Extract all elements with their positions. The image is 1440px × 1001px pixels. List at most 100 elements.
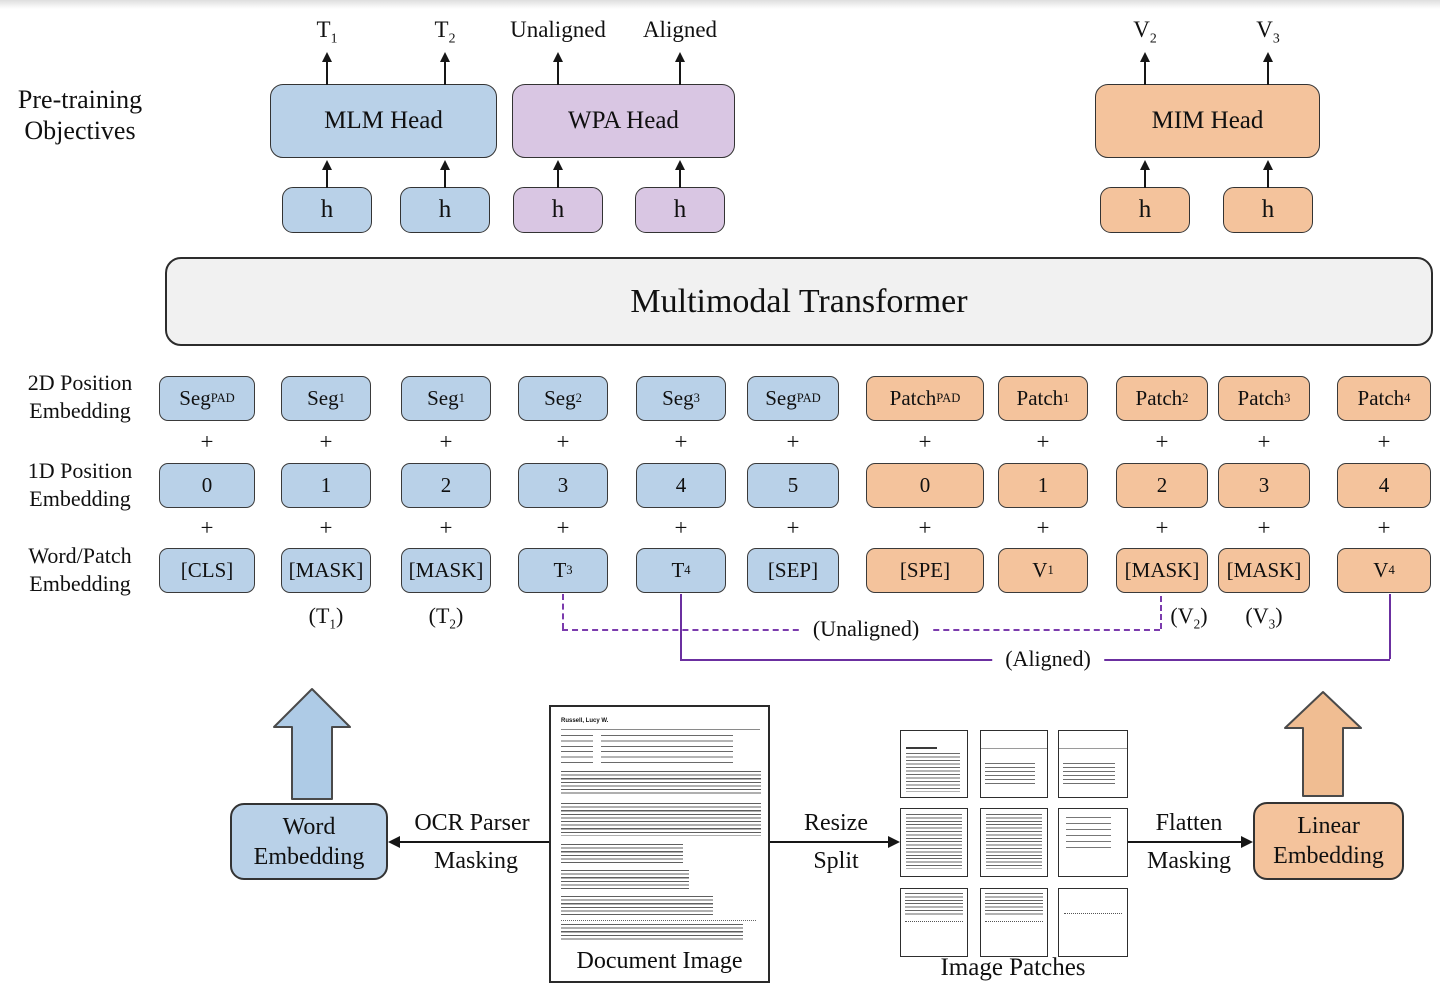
- ocr-parser-arrow: [388, 835, 549, 848]
- 1d-position-token: 1: [998, 463, 1088, 508]
- plus-sign: +: [200, 429, 214, 454]
- row-label-1d-position: 1D Position Embedding: [0, 457, 160, 513]
- word-patch-token: [CLS]: [159, 548, 255, 593]
- linear-embedding-line2: Embedding: [1273, 843, 1384, 869]
- document-paragraph: [561, 803, 761, 836]
- row-word-line1: Word/Patch: [28, 543, 132, 568]
- image-patch: [1058, 808, 1128, 877]
- mim-head-output-label: V3: [1256, 17, 1280, 46]
- 1d-position-token: 0: [159, 463, 255, 508]
- flatten-masking-arrow: [1128, 835, 1253, 848]
- word-patch-token: [SPE]: [866, 548, 984, 593]
- 1d-position-token: 2: [1116, 463, 1208, 508]
- 1d-position-token: 0: [866, 463, 984, 508]
- 1d-position-token: 2: [401, 463, 491, 508]
- mim-head-label: MIM Head: [1151, 107, 1264, 134]
- up-arrow-icon: [557, 169, 559, 188]
- multimodal-transformer-box: Multimodal Transformer: [165, 257, 1433, 346]
- image-patches-caption: Image Patches: [940, 954, 1086, 981]
- document-image: Russell, Lucy W. Document Image: [549, 705, 770, 983]
- image-patch: [900, 888, 968, 957]
- flatten-label: Flatten: [1155, 810, 1223, 836]
- word-embedding-up-arrow-icon: [273, 688, 351, 800]
- document-image-caption: Document Image: [576, 948, 743, 974]
- plus-sign: +: [556, 515, 570, 540]
- masked-token-note: (V3): [1245, 603, 1283, 632]
- plus-sign: +: [1155, 429, 1169, 454]
- plus-sign: +: [786, 515, 800, 540]
- pretraining-line2: Objectives: [24, 116, 136, 145]
- plus-sign: +: [674, 429, 688, 454]
- row-label-2d-position: 2D Position Embedding: [0, 369, 160, 425]
- flatten-masking-label: Masking: [1147, 848, 1231, 874]
- plus-sign: +: [1155, 515, 1169, 540]
- word-patch-token: [MASK]: [401, 548, 491, 593]
- image-patch: [980, 808, 1048, 877]
- up-arrow-icon: [444, 169, 446, 188]
- linear-embedding-box: Linear Embedding: [1253, 802, 1404, 880]
- wpa-head-output-label: Unaligned: [510, 17, 606, 42]
- split-label: Split: [813, 848, 859, 874]
- plus-sign: +: [674, 515, 688, 540]
- mim-head-output-label: V2: [1133, 17, 1157, 46]
- plus-sign: +: [1036, 515, 1050, 540]
- resize-split-arrow: [770, 835, 900, 848]
- word-patch-token: [MASK]: [1218, 548, 1310, 593]
- ocr-masking-label: Masking: [434, 848, 518, 874]
- up-arrow-icon: [1144, 61, 1146, 85]
- plus-sign: +: [1257, 429, 1271, 454]
- 1d-position-token: 4: [636, 463, 726, 508]
- document-paragraph: [561, 870, 689, 891]
- plus-sign: +: [918, 515, 932, 540]
- document-paragraph: [561, 896, 713, 915]
- row-1d-line1: 1D Position: [27, 458, 133, 483]
- linear-embedding-line1: Linear: [1297, 813, 1360, 839]
- masked-token-note: (V2): [1170, 603, 1208, 632]
- 1d-position-token: 4: [1337, 463, 1431, 508]
- up-arrow-icon: [326, 61, 328, 85]
- 1d-position-token: 3: [518, 463, 608, 508]
- unaligned-dashed-vertical-right: [1160, 596, 1162, 629]
- up-arrow-icon: [1267, 169, 1269, 188]
- document-paragraph: [561, 771, 761, 796]
- row-label-word-patch: Word/Patch Embedding: [0, 542, 160, 598]
- mlm-head-output-label: T2: [434, 17, 456, 46]
- plus-sign: +: [200, 515, 214, 540]
- wpa-head: WPA Head: [512, 84, 735, 158]
- plus-sign: +: [1377, 515, 1391, 540]
- hidden-state-box: h: [1100, 187, 1190, 233]
- 1d-position-token: 1: [281, 463, 371, 508]
- row-1d-line2: Embedding: [29, 486, 131, 511]
- row-2d-line1: 2D Position: [27, 370, 133, 395]
- plus-sign: +: [439, 515, 453, 540]
- plus-sign: +: [1257, 515, 1271, 540]
- document-header-text: Russell, Lucy W.: [561, 718, 609, 724]
- up-arrow-icon: [1267, 61, 1269, 85]
- mlm-head-label: MLM Head: [324, 107, 443, 134]
- 1d-position-token: 5: [747, 463, 839, 508]
- wpa-head-label: WPA Head: [568, 107, 679, 134]
- plus-sign: +: [1036, 429, 1050, 454]
- up-arrow-icon: [679, 61, 681, 85]
- up-arrow-icon: [557, 61, 559, 85]
- plus-sign: +: [319, 429, 333, 454]
- wpa-head-output-label: Aligned: [642, 17, 718, 42]
- masked-token-note: (T1): [308, 603, 344, 632]
- image-patch: [900, 730, 968, 798]
- plus-sign: +: [918, 429, 932, 454]
